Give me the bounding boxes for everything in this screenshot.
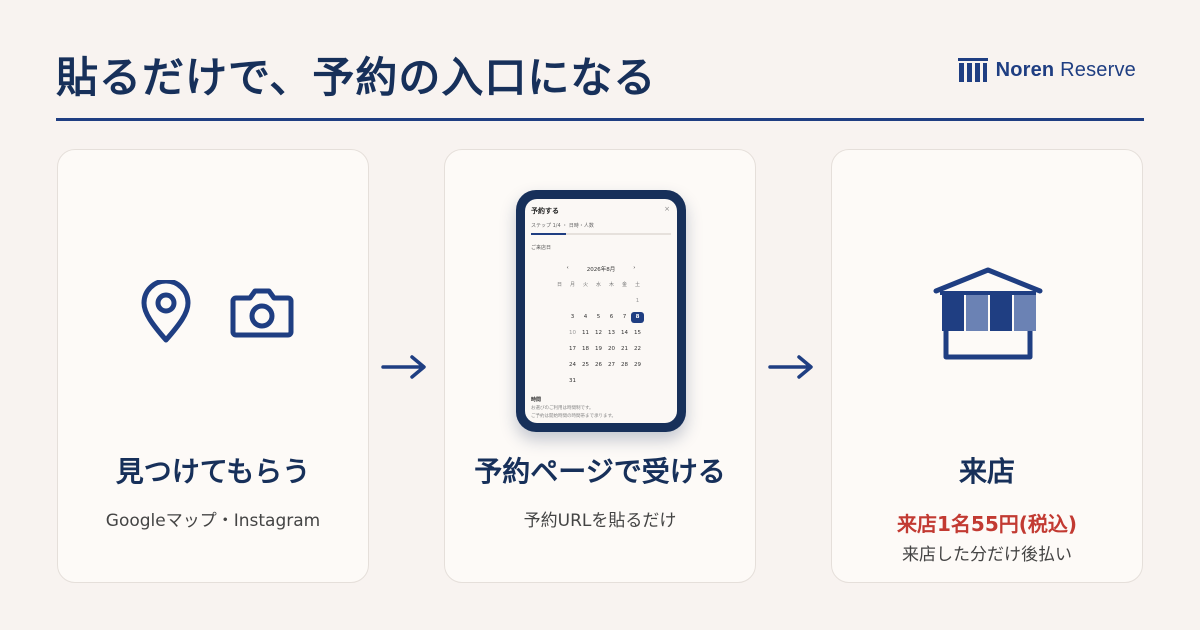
brand-name-strong: Noren xyxy=(995,58,1055,81)
calendar-empty-cell xyxy=(605,296,618,307)
calendar-empty-cell xyxy=(553,328,566,339)
phone-mockup: 予約する × ステップ 1/4 ・ 日時・人数 ご来店日 ‹ 2026年8月 ›… xyxy=(516,190,686,432)
calendar-day[interactable]: 31 xyxy=(569,378,576,384)
calendar-empty-cell xyxy=(592,376,605,387)
calendar-day[interactable]: 11 xyxy=(582,330,589,336)
calendar-empty-cell xyxy=(618,296,631,307)
store-icon xyxy=(933,267,1043,360)
step-card-discover: 見つけてもらう Googleマップ・Instagram xyxy=(57,149,369,583)
weekday-header: 日 xyxy=(556,282,562,288)
arrow-right-icon xyxy=(381,355,426,379)
calendar-day[interactable]: 13 xyxy=(608,330,615,336)
booking-note: お選びのご利用は時間制です。 xyxy=(531,406,594,411)
calendar-day-selected[interactable]: 8 xyxy=(631,312,644,323)
calendar-day[interactable]: 1 xyxy=(635,298,640,304)
calendar-day[interactable]: 28 xyxy=(621,362,628,368)
weekday-header: 土 xyxy=(634,282,640,288)
weekday-header: 火 xyxy=(582,282,588,288)
page-headline: 貼るだけで、予約の入口になる xyxy=(56,53,657,102)
arrow-right-icon xyxy=(768,355,813,379)
booking-step-label: ステップ 1/4 ・ 日時・人数 xyxy=(531,223,594,229)
step-card-booking-page: 予約する × ステップ 1/4 ・ 日時・人数 ご来店日 ‹ 2026年8月 ›… xyxy=(444,149,756,583)
calendar-empty-cell xyxy=(618,376,631,387)
header-divider xyxy=(56,118,1144,121)
booking-progress-bar xyxy=(531,233,671,235)
booking-screen: 予約する × ステップ 1/4 ・ 日時・人数 ご来店日 ‹ 2026年8月 ›… xyxy=(525,199,677,423)
calendar-day[interactable]: 4 xyxy=(583,314,588,320)
month-navigator: ‹ 2026年8月 › xyxy=(531,265,671,273)
calendar-empty-cell xyxy=(566,296,579,307)
calendar-empty-cell xyxy=(553,376,566,387)
calendar-day[interactable]: 6 xyxy=(609,314,614,320)
weekday-header: 月 xyxy=(569,282,575,288)
calendar-empty-cell xyxy=(553,360,566,371)
calendar-empty-cell xyxy=(579,376,592,387)
weekday-header: 水 xyxy=(595,282,601,288)
calendar-day[interactable]: 5 xyxy=(596,314,601,320)
calendar-day[interactable]: 26 xyxy=(595,362,602,368)
time-label: 時間 xyxy=(531,397,542,403)
calendar-day[interactable]: 21 xyxy=(621,346,628,352)
calendar-day[interactable]: 25 xyxy=(582,362,589,368)
price-text: 来店1名55円(税込) xyxy=(896,512,1078,536)
step-title: 見つけてもらう xyxy=(115,455,311,488)
calendar-day[interactable]: 7 xyxy=(622,314,627,320)
month-label: 2026年8月 xyxy=(586,267,616,273)
calendar-day[interactable]: 22 xyxy=(634,346,641,352)
calendar-day[interactable]: 10 xyxy=(569,330,576,336)
booking-title: 予約する xyxy=(531,207,559,215)
camera-icon xyxy=(230,288,294,338)
map-pin-icon xyxy=(141,280,191,343)
calendar-empty-cell xyxy=(579,296,592,307)
calendar-day[interactable]: 15 xyxy=(634,330,641,336)
brand-name-rest: Reserve xyxy=(1054,58,1136,81)
booking-note: ご予約は開始時間の時間帯まで承ります。 xyxy=(531,414,617,419)
calendar-empty-cell xyxy=(553,296,566,307)
calendar-day[interactable]: 18 xyxy=(582,346,589,352)
step-card-visit: 来店 来店1名55円(税込) 来店した分だけ後払い xyxy=(831,149,1143,583)
calendar-day[interactable]: 19 xyxy=(595,346,602,352)
calendar-day[interactable]: 20 xyxy=(608,346,615,352)
noren-logo-icon xyxy=(957,58,988,82)
calendar-empty-cell xyxy=(592,296,605,307)
step-subtitle: Googleマップ・Instagram xyxy=(105,511,321,531)
weekday-header: 木 xyxy=(608,282,614,288)
booking-progress-fill xyxy=(531,233,566,235)
calendar-empty-cell xyxy=(553,312,566,323)
brand-logo: Noren Reserve xyxy=(957,58,1136,82)
payment-note: 来店した分だけ後払い xyxy=(902,545,1072,565)
next-month-icon[interactable]: › xyxy=(633,265,636,271)
close-icon[interactable]: × xyxy=(664,205,670,213)
calendar-day[interactable]: 3 xyxy=(570,314,575,320)
calendar-empty-cell xyxy=(605,376,618,387)
calendar-day[interactable]: 29 xyxy=(634,362,641,368)
calendar-day[interactable]: 24 xyxy=(569,362,576,368)
calendar-day[interactable]: 12 xyxy=(595,330,602,336)
step-subtitle: 予約URLを貼るだけ xyxy=(523,511,677,531)
step-title: 予約ページで受ける xyxy=(474,455,726,488)
weekday-header: 金 xyxy=(621,282,627,288)
calendar-empty-cell xyxy=(631,376,644,387)
calendar-empty-cell xyxy=(553,344,566,355)
brand-name: Noren Reserve xyxy=(996,59,1136,82)
step-title: 来店 xyxy=(958,455,1015,488)
calendar-day[interactable]: 14 xyxy=(621,330,628,336)
calendar-day[interactable]: 17 xyxy=(569,346,576,352)
visit-date-label: ご来店日 xyxy=(531,245,552,251)
prev-month-icon[interactable]: ‹ xyxy=(566,265,569,271)
calendar-day[interactable]: 27 xyxy=(608,362,615,368)
